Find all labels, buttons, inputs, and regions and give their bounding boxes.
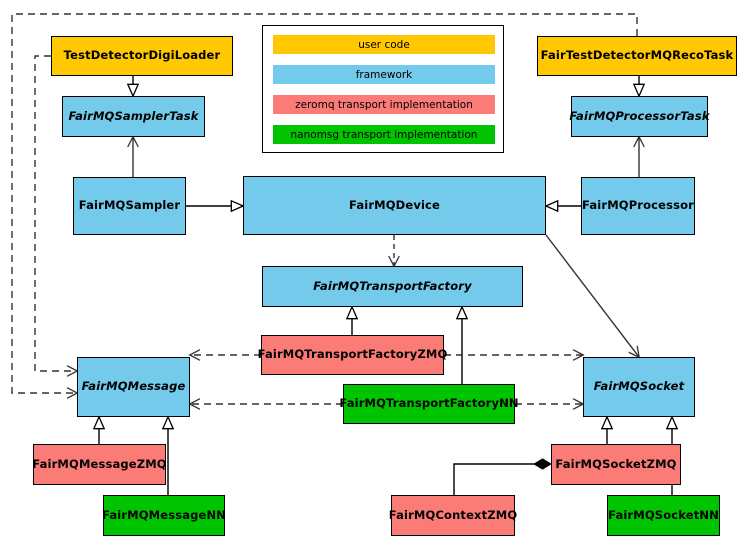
class-box-fairmqtransportfactoryzmq[interactable]: FairMQTransportFactoryZMQ (258, 335, 447, 375)
class-label: FairMQProcessorTask (569, 108, 710, 123)
class-box-fairmqsocketzmq[interactable]: FairMQSocketZMQ (551, 444, 681, 485)
class-box-fairmqmessagenn[interactable]: FairMQMessageNN (102, 495, 226, 536)
class-box-fairmqdevice[interactable]: FairMQDevice (243, 176, 546, 235)
class-label: TestDetectorDigiLoader (63, 48, 221, 63)
class-box-fairmqmessagezmq[interactable]: FairMQMessageZMQ (32, 444, 167, 485)
legend-item-user-code: user code (273, 35, 495, 54)
class-box-fairmqtransportfactorynn[interactable]: FairMQTransportFactoryNN (339, 384, 519, 424)
color-legend: user code framework zeromq transport imp… (262, 25, 504, 153)
class-label: FairMQSampler (78, 198, 181, 213)
legend-label: user code (358, 38, 410, 51)
class-box-fairmqsocket[interactable]: FairMQSocket (583, 357, 695, 417)
class-label: FairMQTransportFactory (313, 278, 472, 293)
legend-item-zeromq: zeromq transport implementation (273, 95, 495, 114)
class-box-fairmqsocketnn[interactable]: FairMQSocketNN (607, 495, 720, 536)
class-box-fairmqprocessor[interactable]: FairMQProcessor (581, 177, 695, 235)
class-label: FairMQTransportFactoryZMQ (257, 347, 448, 362)
edge-device-to-socket (545, 234, 639, 357)
class-label: FairMQContextZMQ (388, 507, 518, 522)
class-label: FairMQProcessor (582, 198, 694, 213)
class-label: FairTestDetectorMQRecoTask (540, 48, 734, 63)
class-box-fairmqcontextzmq[interactable]: FairMQContextZMQ (388, 495, 518, 536)
class-label: FairMQMessageNN (102, 507, 226, 522)
class-box-fairmqtransportfactory[interactable]: FairMQTransportFactory (262, 266, 523, 307)
class-label: FairMQSocketZMQ (555, 456, 677, 471)
class-label: FairMQSamplerTask (68, 108, 199, 123)
legend-item-nanomsg: nanomsg transport implementation (273, 125, 495, 144)
class-label: FairMQMessageZMQ (32, 456, 167, 471)
class-box-fairmqsampler[interactable]: FairMQSampler (73, 177, 186, 235)
class-box-fairtestdetectormqrecotask[interactable]: FairTestDetectorMQRecoTask (537, 36, 737, 76)
class-box-fairmqmessage[interactable]: FairMQMessage (77, 357, 190, 417)
class-label: FairMQDevice (349, 197, 440, 212)
legend-item-framework: framework (273, 65, 495, 84)
class-label: FairMQMessage (81, 379, 186, 394)
class-label: FairMQSocket (593, 379, 685, 394)
class-label: FairMQSocketNN (608, 507, 719, 522)
legend-label: nanomsg transport implementation (290, 128, 478, 141)
class-box-fairmqsamplertask[interactable]: FairMQSamplerTask (62, 96, 205, 137)
class-label: FairMQTransportFactoryNN (339, 396, 519, 411)
edge-contextzmq-to-socketzmq (453, 458, 552, 495)
legend-label: framework (355, 68, 413, 81)
legend-label: zeromq transport implementation (295, 98, 473, 111)
class-box-fairmqprocessortask[interactable]: FairMQProcessorTask (569, 96, 710, 137)
class-box-testdetectordigiloader[interactable]: TestDetectorDigiLoader (51, 36, 233, 76)
